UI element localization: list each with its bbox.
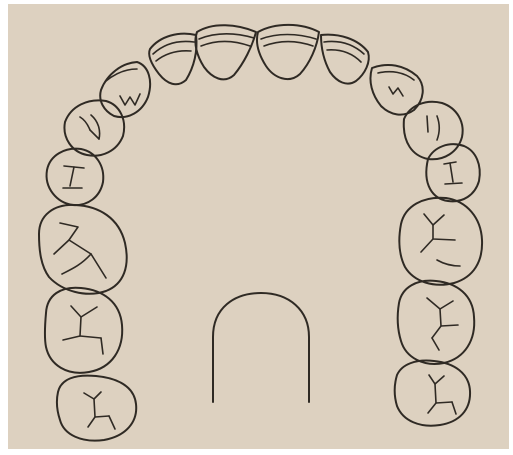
paper-background <box>8 4 509 449</box>
upper-dental-arch-diagram <box>8 4 509 449</box>
